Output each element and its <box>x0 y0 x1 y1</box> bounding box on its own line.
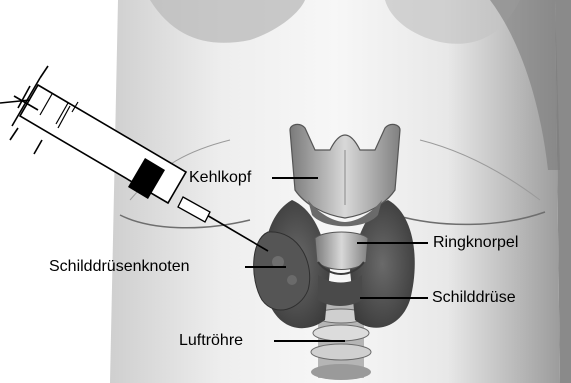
label-thyroid-gland: Schilddrüse <box>432 289 516 307</box>
label-larynx: Kehlkopf <box>189 169 251 187</box>
label-trachea: Luftröhre <box>179 332 243 350</box>
label-thyroid-nodule: Schilddrüsenknoten <box>49 258 190 276</box>
label-cricoid-cartilage: Ringknorpel <box>433 234 518 252</box>
cricoid-cartilage <box>315 232 368 274</box>
